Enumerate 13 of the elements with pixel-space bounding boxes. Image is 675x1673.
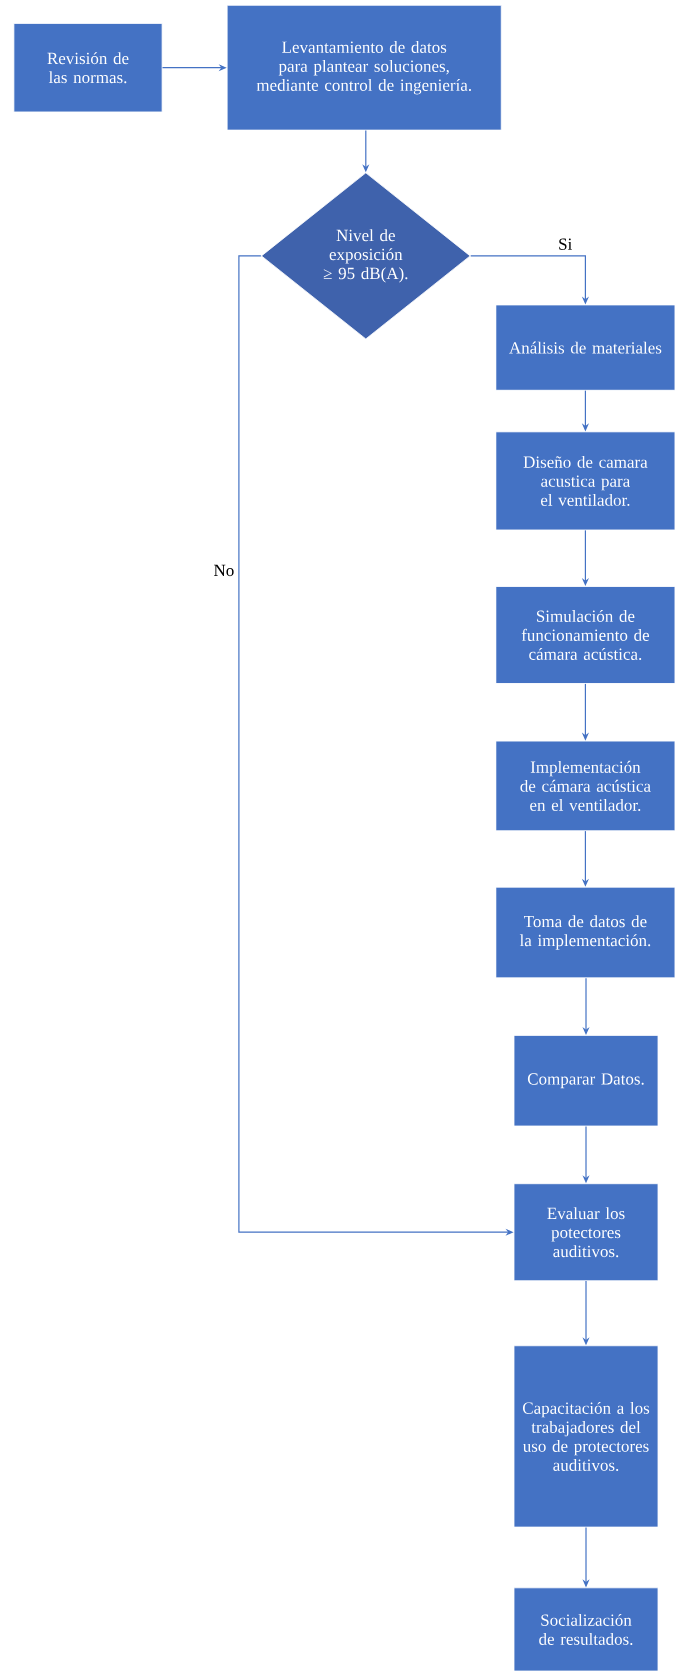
process-box: Evaluar los potectores auditivos. (513, 1183, 659, 1282)
edge-label: Si (559, 238, 572, 250)
process-box: Capacitación a los trabajadores del uso de protectores auditivos. (513, 1345, 659, 1528)
process-box: Revisión de las normas. (13, 23, 163, 113)
process-box: Diseño de camara acustica para el ventilador. (495, 431, 675, 531)
process-box: Comparar Datos. (513, 1035, 659, 1127)
process-box: Análisis de materiales (495, 304, 675, 391)
process-box: Toma de datos de la implementación. (495, 886, 675, 979)
process-box: Implementación de cámara acústica en el ventilador. (495, 740, 675, 832)
process-box: Simulación de funcionamiento de cámara acústica. (495, 586, 675, 684)
edge-label: No (214, 564, 234, 577)
process-box: Socialización de resultados. (513, 1587, 659, 1672)
process-box: Levantamiento de datos para plantear soluciones, mediante control de ingeniería. (226, 4, 502, 131)
